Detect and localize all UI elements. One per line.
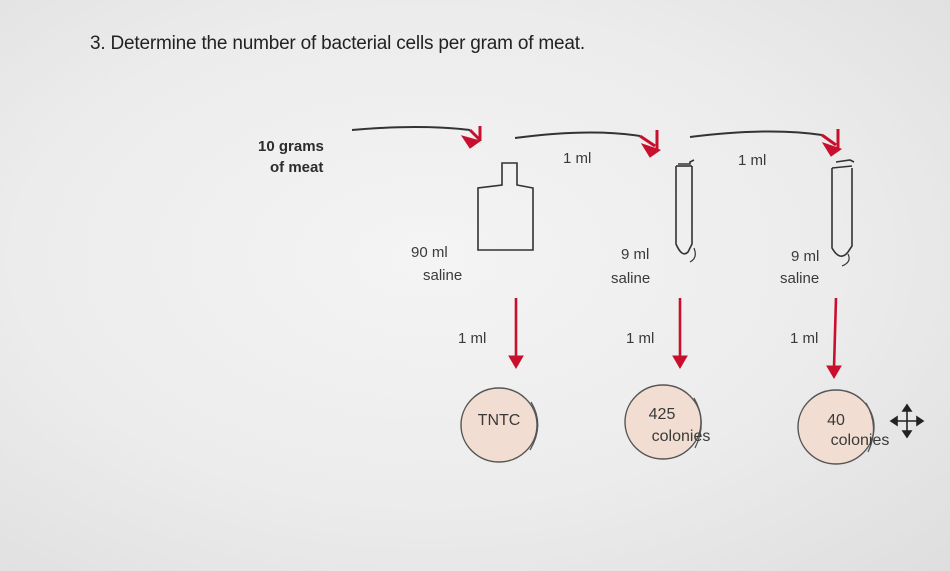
transfer-line-1 [351, 126, 471, 131]
petri-plate-2-rim [693, 397, 702, 449]
transfer-line-3 [689, 130, 823, 138]
plate-3-count: 40 [827, 412, 845, 429]
petri-plate-3-rim [865, 402, 875, 453]
transfer-arrowhead-1 [460, 126, 482, 149]
blank-3-volume: 9 ml [791, 248, 820, 265]
plated-volume-1: 1 ml [458, 330, 487, 347]
question-text: 3. Determine the number of bacterial cel… [90, 33, 585, 54]
sample-label-line2: of meat [270, 159, 324, 176]
dilution-bottle-icon [477, 162, 534, 251]
plated-volume-2: 1 ml [626, 330, 655, 347]
petri-plate-1 [460, 387, 538, 463]
plate-2-unit: colonies [651, 428, 711, 445]
plate-2-count: 425 [648, 406, 676, 423]
plate-1-count: TNTC [477, 412, 521, 429]
move-cursor-icon [889, 403, 925, 439]
blank-2-volume: 9 ml [621, 246, 650, 263]
plating-arrow-2 [672, 298, 688, 369]
plated-volume-3: 1 ml [790, 330, 819, 347]
blank-1-volume: 90 ml [411, 244, 448, 261]
petri-plate-1-rim [529, 401, 539, 451]
plating-arrow-1 [508, 298, 524, 369]
plating-arrow-3 [826, 297, 842, 379]
test-tube-1-icon [675, 159, 696, 263]
blank-1-medium: saline [423, 267, 463, 284]
transfer-arrowhead-2 [639, 130, 662, 158]
transfer-volume-2: 1 ml [738, 152, 767, 169]
plate-3-unit: colonies [830, 432, 890, 449]
sample-label-line1: 10 grams [258, 138, 324, 155]
blank-2-medium: saline [611, 270, 651, 287]
test-tube-2-icon [831, 159, 855, 267]
transfer-volume-1: 1 ml [563, 150, 592, 167]
transfer-line-2 [514, 131, 641, 139]
blank-3-medium: saline [780, 270, 820, 287]
transfer-arrowhead-3 [821, 129, 843, 157]
